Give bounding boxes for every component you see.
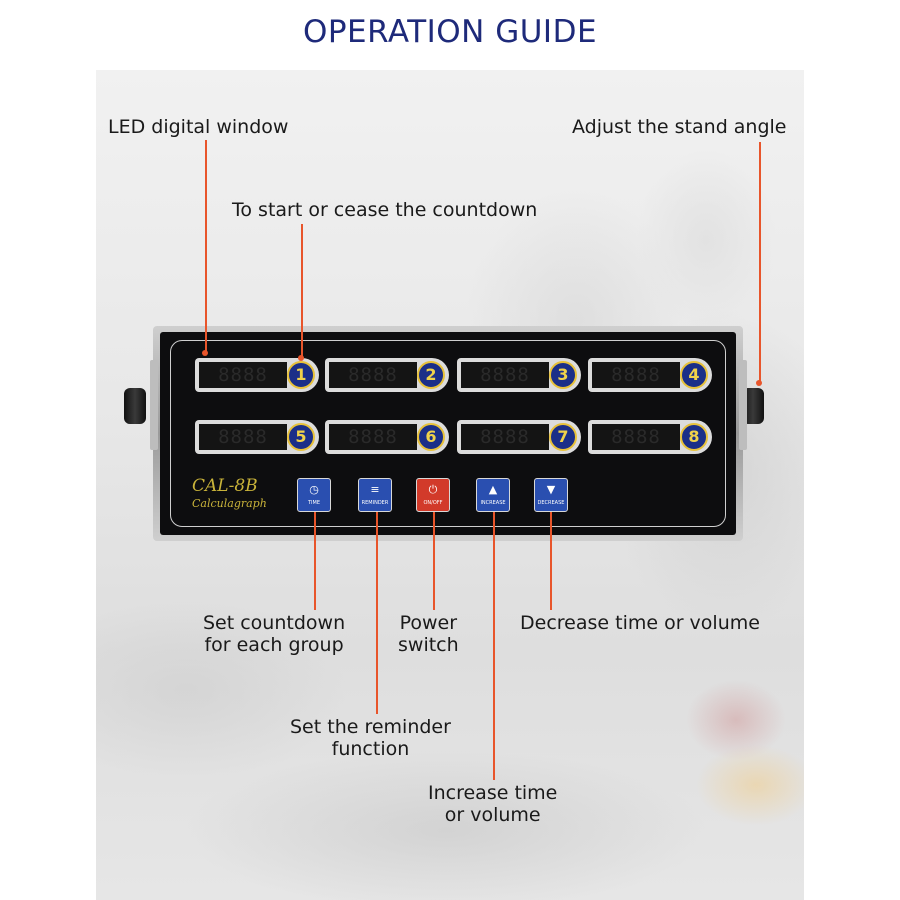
label-stand-angle: Adjust the stand angle	[572, 116, 787, 138]
timer-start-button-3[interactable]: 3	[549, 361, 577, 389]
increase-button[interactable]: ▲ INCREASE	[476, 478, 510, 512]
timer-start-button-8[interactable]: 8	[680, 423, 708, 451]
callout-dot-start	[298, 355, 304, 361]
callout-line-increase	[493, 512, 495, 780]
led-display: 8888	[199, 362, 287, 388]
down-arrow-icon: ▼	[546, 483, 556, 496]
label-led-window: LED digital window	[108, 116, 289, 138]
timer-start-button-4[interactable]: 4	[680, 361, 708, 389]
timer-start-button-6[interactable]: 6	[417, 423, 445, 451]
callout-line-start	[301, 224, 303, 358]
left-side-strip	[150, 360, 158, 450]
up-arrow-icon: ▲	[488, 483, 498, 496]
left-stand-knob[interactable]	[124, 388, 146, 424]
label-power-switch: Power switch	[398, 612, 459, 656]
power-icon: ⏻	[428, 483, 438, 496]
panel-border	[170, 340, 726, 527]
label-set-countdown: Set countdown for each group	[203, 612, 346, 656]
led-display: 8888	[329, 424, 417, 450]
button-caption: DECREASE	[537, 500, 565, 506]
callout-dot-led	[202, 350, 208, 356]
led-display: 8888	[592, 424, 680, 450]
brand-logo: CAL-8B Calculagraph	[192, 476, 267, 510]
model-subtitle: Calculagraph	[192, 497, 267, 510]
decrease-button[interactable]: ▼ DECREASE	[534, 478, 568, 512]
led-display: 8888	[199, 424, 287, 450]
timer-start-button-1[interactable]: 1	[287, 361, 315, 389]
led-display: 8888	[329, 362, 417, 388]
callout-dot-stand	[756, 380, 762, 386]
label-increase: Increase time or volume	[428, 782, 558, 826]
callout-line-power	[433, 512, 435, 610]
callout-line-reminder	[376, 512, 378, 714]
led-display: 8888	[461, 424, 549, 450]
label-start-cease: To start or cease the countdown	[232, 199, 538, 221]
led-display: 8888	[592, 362, 680, 388]
callout-line-stand	[759, 142, 761, 382]
right-side-strip	[739, 360, 747, 450]
button-caption: INCREASE	[480, 500, 506, 506]
led-display: 8888	[461, 362, 549, 388]
button-caption: TIME	[307, 500, 320, 506]
button-caption: ON/OFF	[423, 500, 443, 506]
page-title: OPERATION GUIDE	[302, 14, 598, 50]
reminder-icon: ≡	[370, 483, 380, 496]
timer-start-button-7[interactable]: 7	[549, 423, 577, 451]
time-button[interactable]: ◷ TIME	[297, 478, 331, 512]
reminder-button[interactable]: ≡ REMINDER	[358, 478, 392, 512]
right-stand-knob[interactable]	[742, 388, 764, 424]
on-off-button[interactable]: ⏻ ON/OFF	[416, 478, 450, 512]
clock-icon: ◷	[309, 483, 319, 496]
callout-line-led	[205, 140, 207, 354]
label-reminder: Set the reminder function	[290, 716, 451, 760]
timer-start-button-5[interactable]: 5	[287, 423, 315, 451]
model-name: CAL-8B	[192, 476, 258, 496]
timer-start-button-2[interactable]: 2	[417, 361, 445, 389]
button-caption: REMINDER	[361, 500, 389, 506]
label-decrease: Decrease time or volume	[520, 612, 760, 634]
callout-line-time	[314, 512, 316, 610]
callout-line-decrease	[550, 512, 552, 610]
